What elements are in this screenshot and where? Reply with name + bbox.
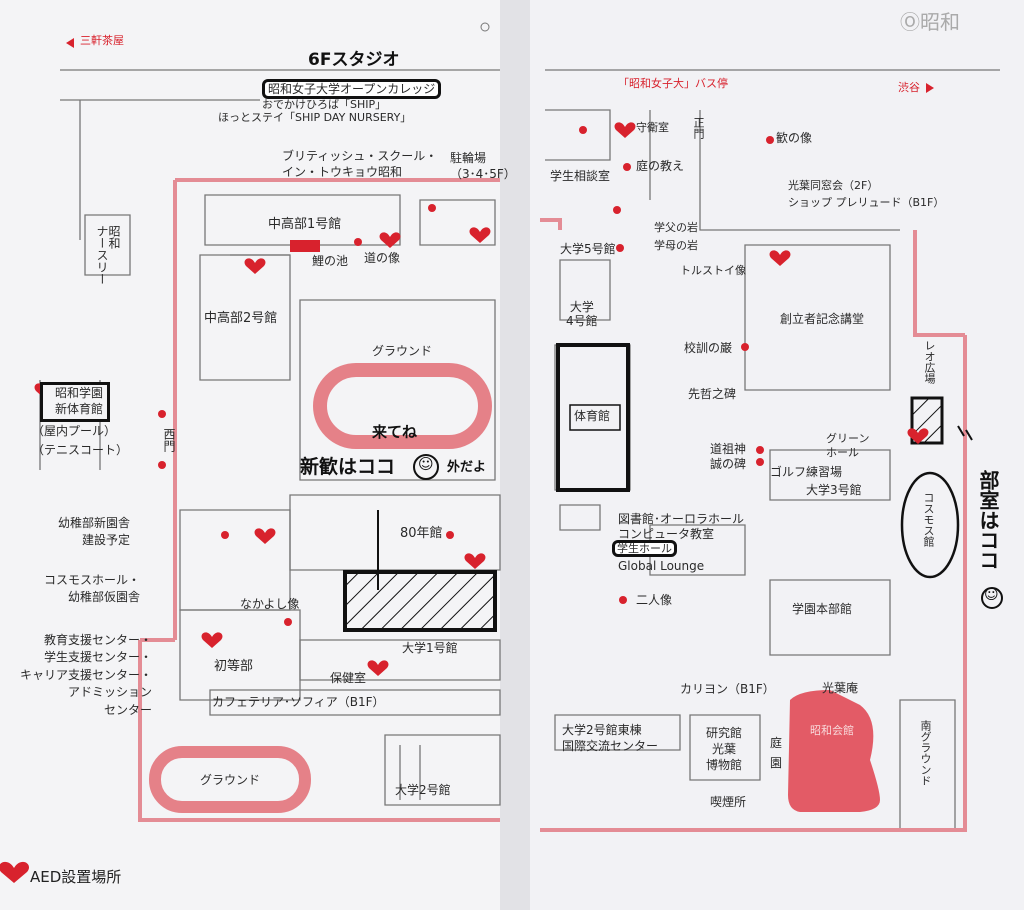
univ5-label: 大学5号館 [560, 242, 616, 256]
global-lounge-label: Global Lounge [618, 559, 705, 573]
left-page [0, 0, 512, 910]
chuko2-label: 中高部2号館 [204, 311, 278, 326]
cosmos-circle [900, 471, 960, 579]
shibuya-label: 渋谷 [898, 81, 920, 94]
makoto-label: 誠の碑 [710, 457, 747, 471]
pool-label: （屋内プール） [32, 424, 117, 438]
hand-ticks [957, 425, 973, 441]
hall80-label: 80年館 [400, 526, 443, 541]
ground-track [313, 363, 492, 449]
carillon-label: カリヨン（B1F） [680, 682, 775, 696]
gym-new-label: 昭和学園 新体育館 [40, 382, 111, 423]
tennis-label: （テニスコート） [32, 443, 129, 457]
kuruna-handwriting: 来てね [372, 423, 418, 441]
bike-parking-label: 駐輪場 （3･4･5F） [450, 151, 516, 182]
computer-room-label: コンピュータ教室 [618, 527, 715, 541]
univ3-label: 大学3号館 [806, 483, 862, 497]
nursery-label: ほっとステイ「SHIP DAY NURSERY」 [218, 111, 412, 124]
outside-handwriting: 外だよ [447, 460, 487, 475]
smiley-circle-2 [981, 587, 1003, 609]
cafeteria-label: カフェテリア･ソフィア（B1F） [212, 695, 385, 709]
student-hall-label: 学生ホール [612, 540, 677, 557]
koyo-alumni-label: 光葉同窓会（2F） ショップ プレリュード（B1F） [788, 179, 945, 209]
health-room-label: 保健室 [330, 671, 367, 685]
library-label: 図書館･オーロラホール [618, 512, 745, 526]
univ2-label: 大学2号館 [395, 783, 451, 797]
left-buildings [39, 69, 501, 806]
senteki-label: 先哲之碑 [688, 387, 737, 401]
koyoan-label: 光葉庵 [822, 681, 859, 695]
father-rock-label: 学父の岩 [654, 221, 698, 234]
founders-hall-label: 創立者記念講堂 [780, 312, 865, 326]
arrow-left-icon [66, 38, 74, 48]
kindergarten-new-label: 幼稚部新園舎 建設予定 [58, 516, 131, 548]
dosojin-label: 道祖神 [710, 442, 747, 456]
showa-nursery-label: 昭和 ナースリー [95, 225, 121, 285]
kan-statue-label: 歓の像 [776, 131, 813, 145]
tolstoy-label: トルストイ像 [680, 264, 746, 277]
hatched-building [343, 570, 497, 632]
right-page [512, 0, 1024, 910]
club-room-handwriting: 部室はココ [976, 470, 1000, 570]
west-gate-label: 西門 [162, 428, 176, 452]
open-college-label: 昭和女子大学オープンカレッジ [262, 79, 442, 99]
welcome-handwriting: 新歓はココ [300, 456, 396, 478]
odekake-label: おでかけひろば「SHIP」 [262, 98, 387, 111]
elementary-label: 初等部 [214, 659, 254, 674]
british-school-label: ブリティッシュ・スクール・ イン・トウキョウ昭和 [282, 149, 438, 180]
main-gate-label: 正門 [692, 117, 705, 139]
arrow-right-icon [926, 83, 934, 93]
green-hall-label: グリーン ホール [826, 432, 870, 460]
smoking-label: 喫煙所 [710, 795, 747, 809]
univ1-label: 大学1号館 [402, 641, 458, 655]
two-people-label: 二人像 [636, 593, 673, 607]
ground-track-2 [149, 746, 311, 813]
gym-outline [556, 343, 630, 492]
aed-heart-icons [0, 122, 929, 883]
univ4-label: 大学 4号館 [566, 300, 598, 329]
showa-kaikan-label: 昭和会館 [810, 724, 854, 737]
bus-stop-label: 「昭和女子大」バス停 [618, 77, 728, 90]
kokun-label: 校訓の巌 [684, 341, 733, 355]
cosmos-kan-label: コスモス館 [922, 492, 935, 547]
smiley-circle [413, 454, 439, 480]
michi-statue-label: 道の像 [364, 251, 401, 265]
mother-rock-label: 学母の岩 [654, 239, 698, 252]
sangenjaya-label: 三軒茶屋 [80, 34, 124, 47]
student-consult-label: 学生相談室 [550, 169, 611, 183]
nakayoshi-label: なかよし像 [240, 597, 300, 611]
right-buildings [545, 69, 1000, 831]
cosmos-hall-label: コスモスホール・ 幼稚部仮園舎 [44, 573, 141, 605]
koi-pond-mark [290, 240, 320, 252]
left-boundary [138, 178, 500, 822]
univ2-east-label: 大学2号館東棟 国際交流センター [562, 723, 659, 754]
smiley-1: ☺ [418, 455, 434, 473]
guard-room-label: 守衛室 [636, 121, 669, 134]
edu-support-label: 教育支援センター・ 学生支援センター・ キャリア支援センター・ アドミッション … [20, 633, 153, 717]
ground2-label: グラウンド [200, 773, 261, 787]
leo-plaza-label: レオ広場 [923, 340, 936, 384]
book-gutter [500, 0, 530, 910]
south-ground-label: 南グラウンド [919, 720, 932, 786]
monument-dot-icons [158, 126, 774, 626]
koi-pond-label: 鯉の池 [312, 254, 349, 268]
gymnasium-label: 体育館 [574, 409, 611, 423]
research-label: 研究館 光葉 博物館 [706, 726, 743, 773]
smiley-2: ☺ [984, 587, 999, 603]
annotation-6f: 6Fスタジオ [308, 50, 400, 70]
golf-label: ゴルフ練習場 [770, 465, 843, 479]
aed-legend-label: AED設置場所 [30, 868, 122, 886]
page-header: Ⓞ昭和 [900, 10, 980, 34]
gym-inner [569, 404, 621, 431]
ground-label: グラウンド [372, 344, 433, 358]
showa-kaikan-shape [788, 690, 880, 812]
chuko1-label: 中高部1号館 [268, 217, 342, 232]
gakuen-hq-label: 学園本部館 [792, 602, 853, 616]
garden-teaching-label: 庭の教え [636, 159, 685, 173]
right-boundary [540, 218, 967, 832]
garden-label: 庭 園 [770, 736, 783, 771]
